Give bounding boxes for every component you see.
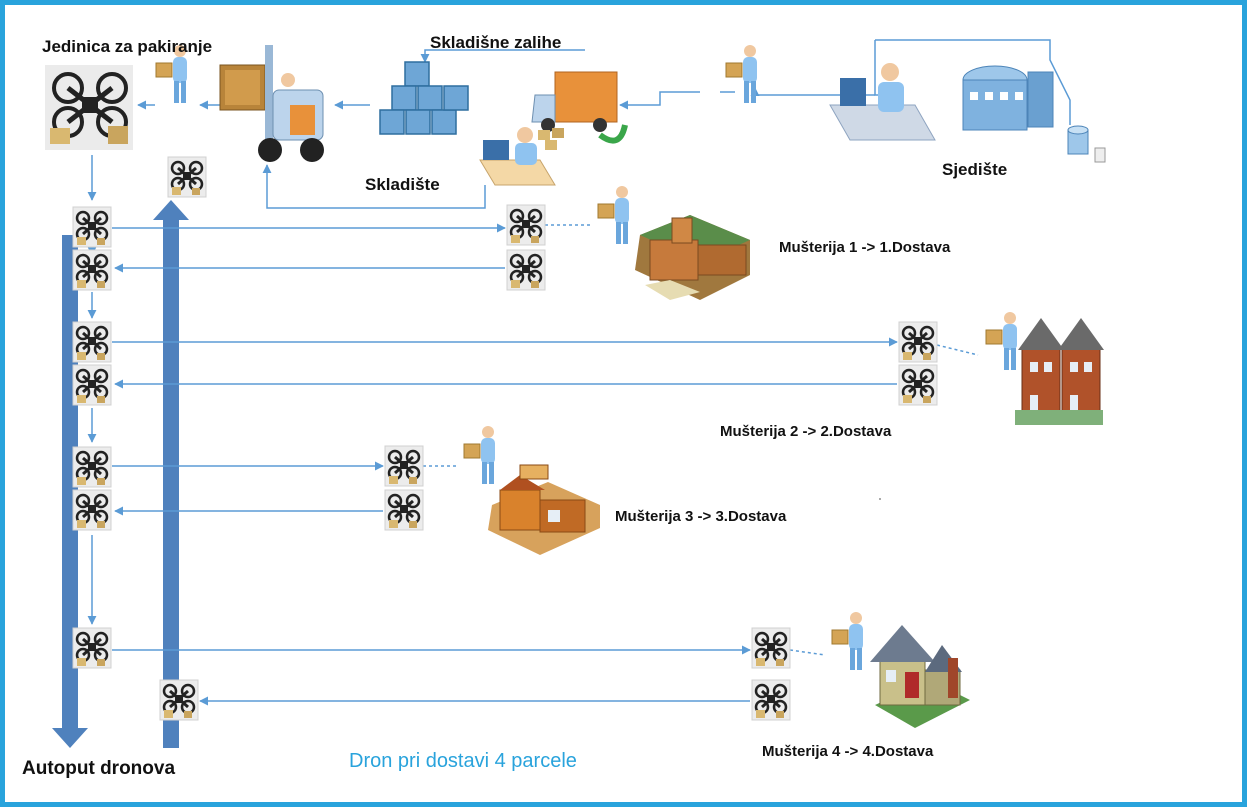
customer4-drone-icon bbox=[750, 626, 792, 670]
headquarters-operator-icon bbox=[829, 63, 936, 141]
customer1-person-icon bbox=[597, 185, 630, 245]
database-icon bbox=[1067, 125, 1106, 163]
townhouses-icon bbox=[1015, 318, 1104, 425]
customer4-person-icon bbox=[831, 611, 864, 671]
drone-highway-label: Autoput dronova bbox=[22, 758, 176, 779]
highway-drone-icon bbox=[71, 320, 113, 364]
office-building-icon bbox=[635, 215, 750, 300]
customer2-label: Mušterija 2 -> 2.Dostava bbox=[720, 423, 892, 440]
headquarters-building-icon bbox=[962, 65, 1054, 131]
highway-drone-icon bbox=[158, 678, 200, 722]
diagram-caption: Dron pri dostavi 4 parcele bbox=[349, 750, 577, 772]
delivery-routes bbox=[112, 223, 979, 706]
supply-chain-flow bbox=[87, 39, 1071, 625]
house-icon bbox=[870, 625, 970, 728]
customer3-person-icon bbox=[463, 425, 496, 485]
customer3-drone-icon bbox=[383, 444, 425, 488]
customer1-label: Mušterija 1 -> 1.Dostava bbox=[779, 239, 951, 256]
forklift-icon bbox=[219, 45, 324, 162]
warehouse-stock-label: Skladišne zalihe bbox=[430, 33, 562, 52]
shop-building-icon bbox=[488, 464, 600, 555]
customer2-drone-icon bbox=[897, 320, 939, 364]
warehouse-stock-boxes-icon bbox=[379, 61, 469, 135]
warehouse-label: Skladište bbox=[365, 175, 440, 194]
highway-drone-icon bbox=[71, 248, 113, 292]
packing-unit-label: Jedinica za pakiranje bbox=[42, 37, 213, 56]
customer3-drone-icon bbox=[383, 488, 425, 532]
headquarters-label: Sjedište bbox=[942, 160, 1008, 179]
highway-drone-icon bbox=[71, 445, 113, 489]
customer2-person-icon bbox=[985, 311, 1018, 371]
customer4-drone-icon bbox=[750, 678, 792, 722]
customer3-label: Mušterija 3 -> 3.Dostava bbox=[615, 508, 787, 525]
highway-drone-icon bbox=[71, 488, 113, 532]
drone-highway-up-arrow bbox=[153, 200, 189, 748]
warehouse-clerk-icon bbox=[479, 127, 556, 186]
highway-drone-icon bbox=[71, 626, 113, 670]
customer4-label: Mušterija 4 -> 4.Dostava bbox=[762, 743, 934, 760]
customer1-drone-icon bbox=[505, 248, 547, 292]
order-person-icon bbox=[725, 44, 758, 104]
highway-drone-icon bbox=[166, 155, 208, 199]
packing-unit-drone-icon bbox=[45, 65, 133, 150]
delivery-truck-icon bbox=[531, 71, 628, 150]
customer1-drone-icon bbox=[505, 203, 547, 247]
highway-drone-icon bbox=[71, 363, 113, 407]
customer2-drone-icon bbox=[897, 363, 939, 407]
highway-drone-icon bbox=[71, 205, 113, 249]
